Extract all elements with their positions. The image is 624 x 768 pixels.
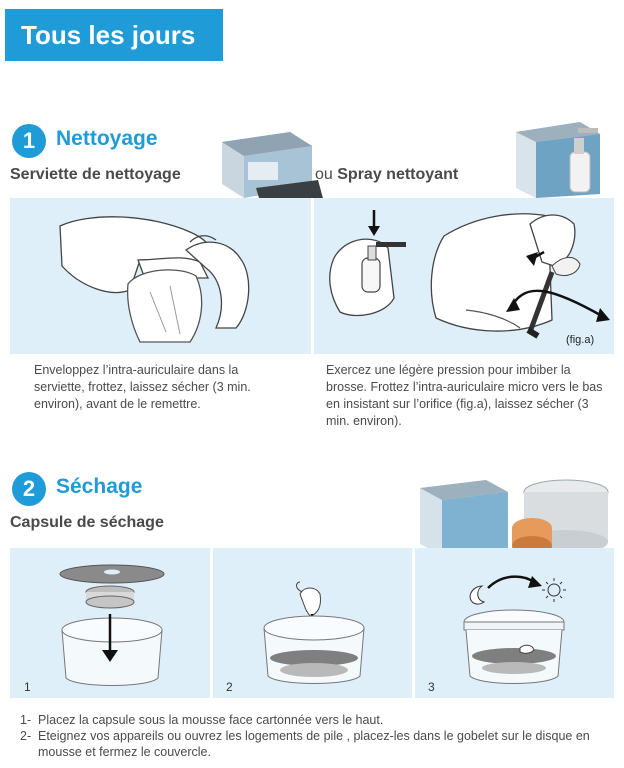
panel-number-2: 2 xyxy=(226,680,233,694)
wipe-hand-illustration xyxy=(59,216,250,343)
drying-capsule-product-image xyxy=(420,479,609,556)
page-title: Tous les jours xyxy=(21,19,196,50)
wipes-product-image xyxy=(222,132,324,208)
list-item: 2- Eteignez vos appareils ou ouvrez les … xyxy=(20,729,590,759)
moon-icon xyxy=(469,585,486,605)
cleaning-wipe-subtitle: Serviette de nettoyage xyxy=(10,166,181,183)
fig-a-label: (fig.a) xyxy=(566,334,595,346)
panel-number-1: 1 xyxy=(24,680,31,694)
sun-icon xyxy=(542,578,566,602)
capsule-step-2-illustration xyxy=(263,581,365,684)
curved-arrow-icon xyxy=(510,289,603,318)
section-2-badge: 2 xyxy=(12,472,46,506)
cleaning-spray-subtitle: ou Spray nettoyant xyxy=(315,166,459,183)
panel-number-3: 3 xyxy=(428,680,435,694)
drying-capsule-subtitle: Capsule de séchage xyxy=(10,514,164,531)
curved-arrow-icon xyxy=(487,575,535,589)
section-1-badge: 1 xyxy=(12,124,46,158)
section-1-title: Nettoyage xyxy=(56,127,158,150)
page-title-banner: Tous les jours xyxy=(5,9,223,61)
capsule-step-3-illustration xyxy=(463,575,566,684)
capsule-step-1-illustration xyxy=(59,564,165,686)
section-2-title: Séchage xyxy=(56,475,143,498)
list-item: 1- Placez la capsule sous la mousse face… xyxy=(20,713,384,727)
wipe-instructions: Enveloppez l’intra-auriculaire dans la s… xyxy=(34,363,251,411)
spray-hand-illustration xyxy=(329,210,610,339)
spray-product-image xyxy=(516,122,600,198)
drying-steps-list: 1- Placez la capsule sous la mousse face… xyxy=(20,712,620,760)
spray-instructions: Exercez une légère pression pour imbiber… xyxy=(326,363,603,428)
